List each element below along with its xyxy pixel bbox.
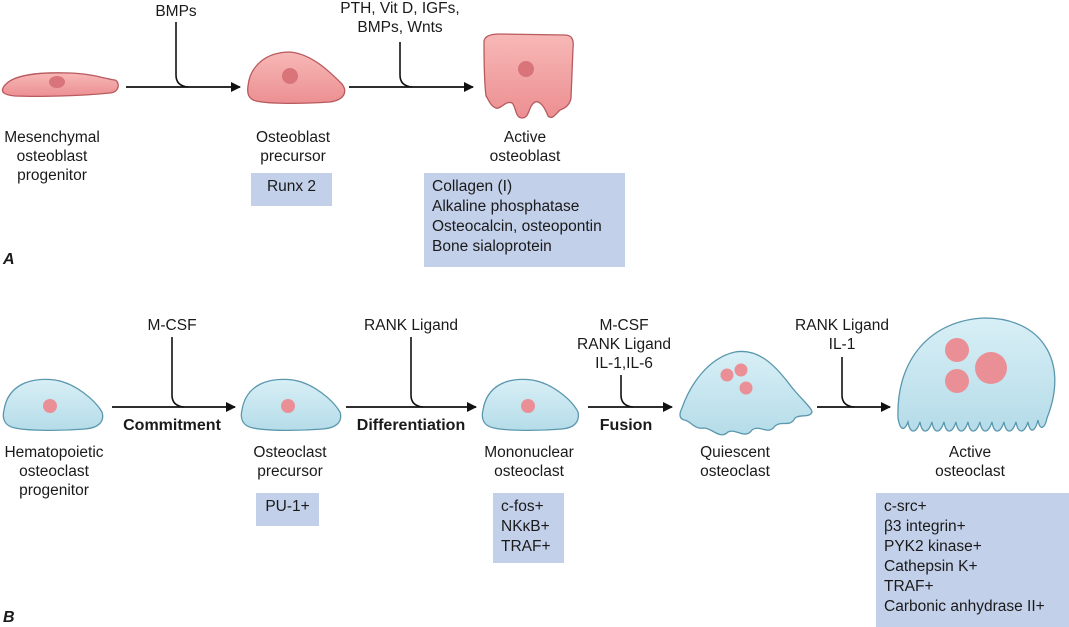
cell-label-hematopoietic-progenitor: Hematopoietic osteoclast progenitor: [4, 444, 104, 499]
step-label-commitment: Commitment: [123, 417, 221, 434]
signal-label-rankl-il1: RANK Ligand IL-1: [795, 317, 889, 353]
cell-label-mononuclear-osteoclast: Mononuclear osteoclast: [484, 444, 574, 480]
marker-item: TRAF+: [884, 578, 934, 595]
osteoblast-precursor-cell: [247, 51, 346, 105]
marker-item: Carbonic anhydrase II+: [884, 598, 1045, 615]
marker-item: Cathepsin K+: [884, 558, 978, 575]
marker-item: c-src+: [884, 498, 927, 515]
step-label-differentiation: Differentiation: [356, 417, 466, 434]
marker-box-osteoblast-precursor: Runx 2: [251, 173, 332, 206]
arrow-a1: [126, 22, 241, 92]
signal-label-mcsf: M-CSF: [147, 317, 197, 334]
marker-box-active-osteoclast: c-src+ β3 integrin+ PYK2 kinase+ Catheps…: [876, 493, 1069, 627]
marker-item: Osteocalcin, osteopontin: [432, 218, 602, 235]
marker-box-active-osteoblast: Collagen (I) Alkaline phosphatase Osteoc…: [424, 173, 625, 267]
marker-box-osteoclast-precursor: PU-1+: [256, 493, 319, 526]
marker-item: β3 integrin+: [884, 518, 966, 535]
marker-item: Collagen (I): [432, 178, 513, 195]
cell-label-osteoblast-precursor: Osteoblast precursor: [255, 129, 331, 165]
marker-item: NKκB+: [501, 518, 550, 535]
arrow-b1: [112, 337, 236, 412]
marker-item: PU-1+: [265, 498, 310, 515]
cell-label-mesenchymal-progenitor: Mesenchymal osteoblast progenitor: [4, 129, 100, 184]
quiescent-osteoclast-cell: [679, 350, 813, 436]
panel-label-b: B: [3, 609, 15, 626]
arrow-b4: [817, 357, 891, 412]
cell-label-quiescent-osteoclast: Quiescent osteoclast: [700, 444, 770, 480]
active-osteoblast-cell: [483, 33, 574, 119]
signal-label-bmps: BMPs: [155, 3, 197, 20]
hematopoietic-progenitor-cell: [2, 378, 104, 432]
marker-item: Alkaline phosphatase: [432, 198, 580, 215]
osteoclast-precursor-cell: [240, 378, 342, 432]
active-osteoclast-cell: [897, 317, 1056, 432]
marker-item: c-fos+: [501, 498, 544, 515]
cell-label-active-osteoblast: Active osteoblast: [489, 129, 561, 165]
marker-box-mononuclear-osteoclast: c-fos+ NKκB+ TRAF+: [493, 493, 564, 563]
arrow-b3: [588, 375, 673, 412]
panel-label-a: A: [3, 251, 15, 268]
step-label-fusion: Fusion: [599, 417, 653, 434]
signal-label-pth-vitd: PTH, Vit D, IGFs, BMPs, Wnts: [340, 0, 460, 36]
cell-label-osteoclast-precursor: Osteoclast precursor: [253, 444, 327, 480]
mononuclear-osteoclast-cell: [481, 378, 580, 432]
signal-label-rank-ligand: RANK Ligand: [364, 317, 458, 334]
marker-item: PYK2 kinase+: [884, 538, 982, 555]
arrow-b2: [346, 337, 477, 412]
cell-label-active-osteoclast: Active osteoclast: [935, 444, 1005, 480]
arrow-a2: [349, 42, 474, 92]
signal-label-fusion-factors: M-CSF RANK Ligand IL-1,IL-6: [577, 317, 671, 372]
mesenchymal-progenitor-cell: [1, 72, 119, 98]
marker-item: Bone sialoprotein: [432, 238, 552, 255]
marker-item: TRAF+: [501, 538, 551, 555]
marker-item: Runx 2: [266, 178, 317, 195]
